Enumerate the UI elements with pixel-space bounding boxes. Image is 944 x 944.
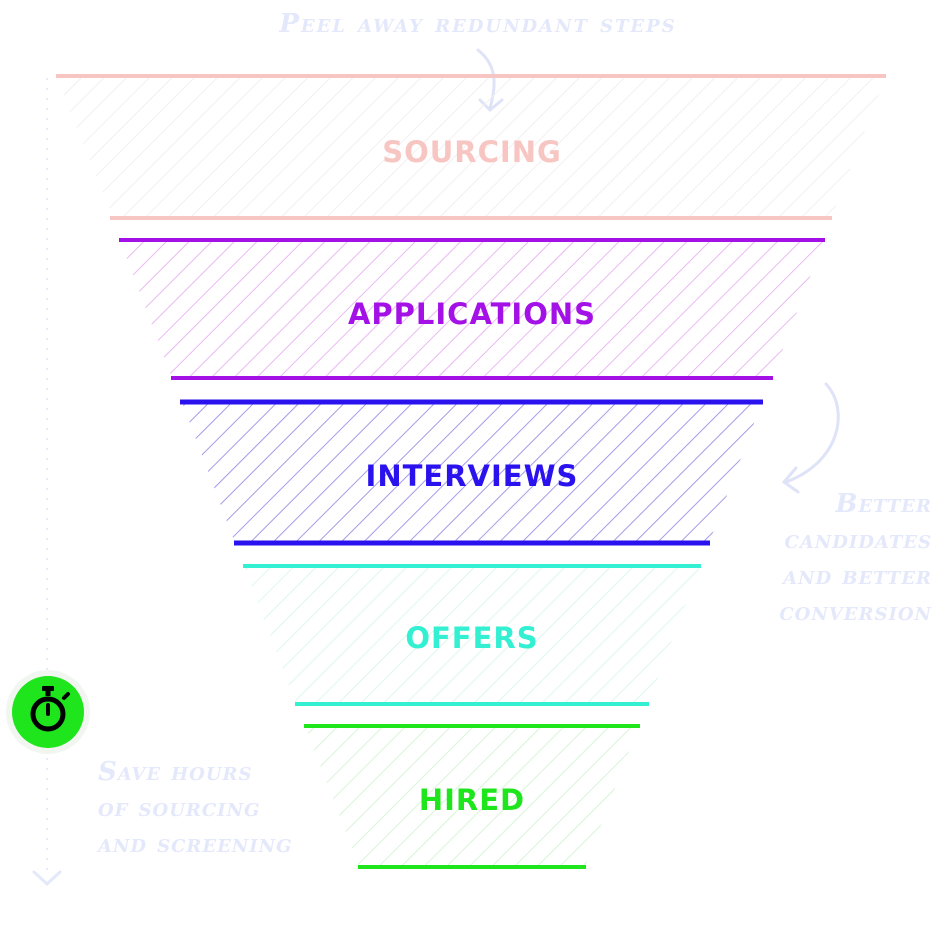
- timer-badge: [12, 676, 84, 748]
- stage-hatch-offers: [244, 566, 700, 704]
- stage-label-applications: APPLICATIONS: [348, 297, 596, 331]
- curved-arrow-icon-right: [781, 382, 840, 494]
- funnel-stage-interviews: INTERVIEWS: [180, 399, 763, 546]
- annotation-left-line-1: Save hours: [98, 757, 253, 787]
- annotation-right-line-3: and better: [781, 561, 932, 591]
- funnel-stage-offers: OFFERS: [243, 564, 701, 706]
- annotation-left-line-3: and screening: [96, 829, 293, 859]
- funnel-stage-sourcing: SOURCING: [56, 74, 886, 220]
- down-arrow-icon: [32, 870, 62, 887]
- stage-label-hired: HIRED: [419, 783, 525, 817]
- stage-label-sourcing: SOURCING: [382, 135, 562, 169]
- funnel-stage-applications: APPLICATIONS: [119, 238, 825, 380]
- stage-hatch-hired: [305, 726, 639, 867]
- funnel-stage-hired: HIRED: [304, 724, 640, 869]
- stage-label-interviews: INTERVIEWS: [366, 459, 579, 493]
- annotation-right-line-1: Better: [834, 489, 932, 519]
- annotation-left-line-2: of sourcing: [98, 793, 260, 823]
- stage-label-offers: OFFERS: [405, 621, 538, 655]
- stage-hatch-applications: [120, 240, 824, 378]
- annotation-right-line-4: conversion: [779, 597, 932, 627]
- stage-hatch-interviews: [182, 402, 762, 543]
- stopwatch-icon: [30, 686, 70, 732]
- annotation-top: Peel away redundant steps: [278, 9, 676, 39]
- stage-hatch-sourcing: [56, 76, 886, 216]
- annotation-right-line-2: candidates: [785, 525, 932, 555]
